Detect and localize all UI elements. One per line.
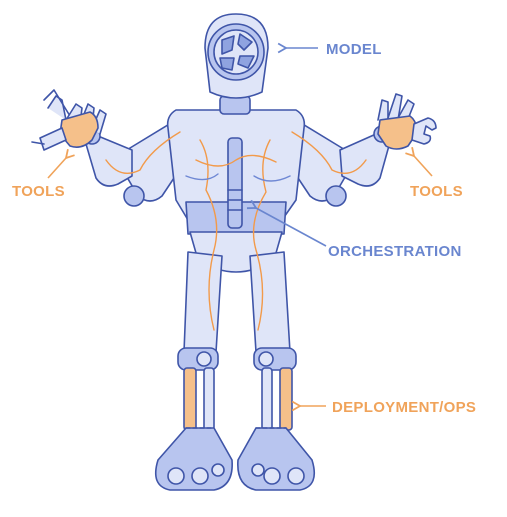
tools-left-label: TOOLS	[12, 183, 65, 200]
tools-right-arrow	[405, 146, 433, 177]
wiring	[105, 131, 367, 331]
torso	[166, 109, 306, 273]
orchestration-label: ORCHESTRATION	[328, 243, 462, 260]
model-label: MODEL	[326, 41, 382, 58]
deployment-label: DEPLOYMENT/OPS	[332, 399, 476, 416]
tools-left-arrow	[47, 148, 75, 179]
left-leg	[177, 251, 223, 431]
left-hand	[31, 89, 107, 151]
head	[204, 13, 269, 115]
left-track	[154, 427, 233, 491]
right-arm	[293, 119, 391, 207]
right-leg	[249, 251, 297, 431]
orchestration-arrow	[246, 199, 327, 247]
right-track	[237, 427, 316, 491]
right-hand	[377, 93, 437, 150]
left-arm	[83, 119, 179, 207]
tools-right-label: TOOLS	[410, 183, 463, 200]
